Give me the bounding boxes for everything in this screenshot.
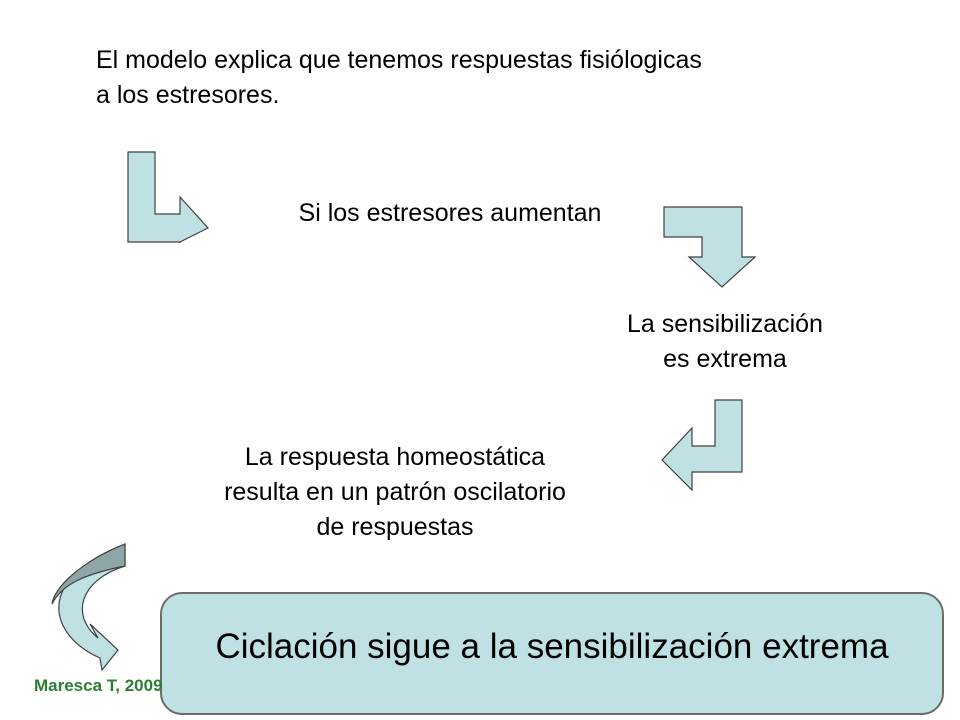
- intro-text: El modelo explica que tenemos respuestas…: [96, 43, 896, 113]
- conclusion-box: Ciclación sigue a la sensibilización ext…: [160, 592, 944, 715]
- conclusion-text: Ciclación sigue a la sensibilización ext…: [215, 627, 889, 666]
- step-2-text: La sensibilización es extrema: [570, 307, 880, 377]
- bent-arrow-down-right-icon: [127, 151, 209, 243]
- step-2-line-2: es extrema: [663, 345, 787, 373]
- curved-arrow-icon: [51, 543, 126, 672]
- credit-text: Maresca T, 2009: [34, 676, 163, 695]
- intro-line-2: a los estresores.: [96, 81, 280, 109]
- intro-line-1: El modelo explica que tenemos respuestas…: [96, 46, 702, 74]
- step-2-line-1: La sensibilización: [627, 310, 823, 338]
- bent-arrow-down-left-icon: [661, 399, 743, 492]
- step-3-line-2: resulta en un patrón oscilatorio: [224, 478, 566, 506]
- step-3-line-3: de respuestas: [316, 513, 474, 541]
- step-3-text: La respuesta homeostática resulta en un …: [140, 440, 650, 545]
- step-3-line-1: La respuesta homeostática: [244, 443, 546, 471]
- bent-arrow-right-down-icon: [663, 206, 757, 288]
- step-1-text: Si los estresores aumentan: [298, 199, 602, 227]
